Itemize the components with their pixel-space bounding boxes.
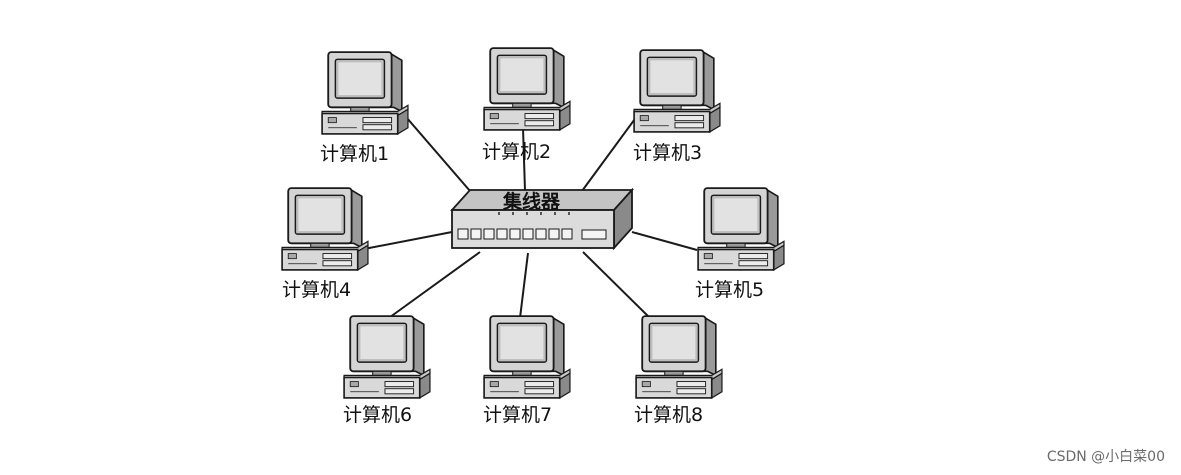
watermark: CSDN @小白菜00 bbox=[1046, 449, 1165, 465]
link-computer-4 bbox=[363, 231, 453, 250]
computer-5-label: 计算机5 bbox=[695, 279, 764, 301]
computer-6-label: 计算机6 bbox=[343, 404, 412, 426]
computer-5: 计算机5 bbox=[695, 187, 785, 301]
computer-1: 计算机1 bbox=[320, 51, 409, 165]
computer-2: 计算机2 bbox=[482, 47, 571, 163]
computer-3-label: 计算机3 bbox=[633, 142, 702, 164]
link-computer-3 bbox=[581, 111, 641, 192]
link-computer-8 bbox=[582, 251, 653, 321]
computer-8: 计算机8 bbox=[634, 315, 723, 426]
computer-7: 计算机7 bbox=[483, 315, 571, 426]
hub-label: 集线器 bbox=[502, 190, 561, 213]
link-computer-2 bbox=[522, 127, 526, 192]
connection-lines bbox=[363, 109, 698, 321]
computer-7-label: 计算机7 bbox=[483, 404, 552, 426]
link-computer-5 bbox=[631, 231, 698, 251]
computer-4: 计算机4 bbox=[281, 187, 369, 301]
computer-3: 计算机3 bbox=[633, 49, 721, 164]
computer-6: 计算机6 bbox=[343, 315, 431, 426]
link-computer-1 bbox=[399, 109, 471, 192]
link-computer-7 bbox=[519, 252, 529, 319]
computer-2-label: 计算机2 bbox=[482, 141, 551, 163]
link-computer-6 bbox=[385, 251, 481, 321]
computer-8-label: 计算机8 bbox=[634, 404, 703, 426]
computer-4-label: 计算机4 bbox=[282, 279, 351, 301]
hub: 集线器 bbox=[449, 187, 635, 251]
computer-1-label: 计算机1 bbox=[320, 143, 389, 165]
